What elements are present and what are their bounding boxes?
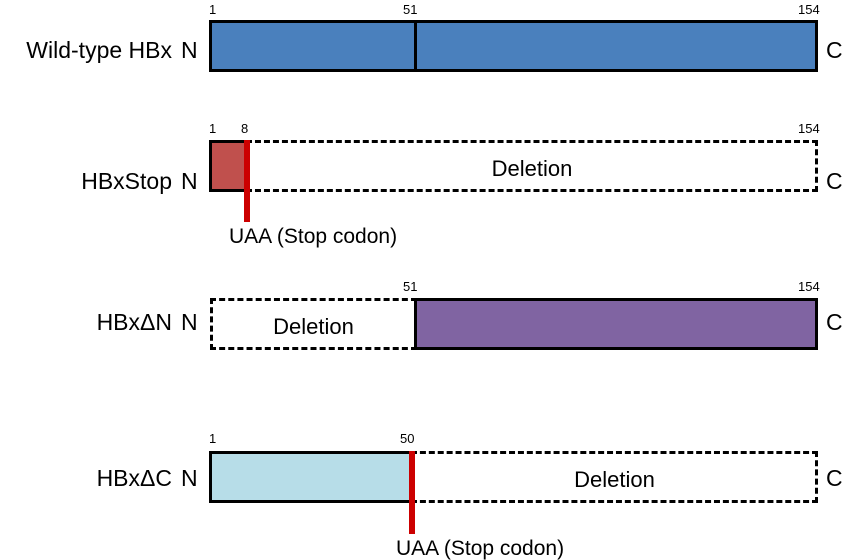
tick-label-hbxstop-1: 1 bbox=[209, 121, 217, 136]
construct-label-wildtype: Wild-type HBx bbox=[26, 37, 172, 63]
segment-label-deletion-hbxstop: Deletion bbox=[491, 156, 573, 181]
c-terminus-hbxstop: C bbox=[826, 168, 843, 194]
construct-label-hbxstop: HBxStop bbox=[81, 168, 172, 194]
tick-label-hbxstop-8: 8 bbox=[241, 121, 249, 136]
n-terminus-hbxdeltan: N bbox=[181, 309, 198, 335]
c-terminus-wildtype: C bbox=[826, 37, 843, 63]
tick-label-hbxdeltan-51: 51 bbox=[403, 279, 418, 294]
construct-label-hbxdeltan: HBxΔN bbox=[96, 309, 172, 335]
segment-hbxdeltac-deletion: Deletion bbox=[411, 451, 818, 503]
segment-hbxdeltan-51-154 bbox=[414, 298, 818, 350]
construct-row-hbxdeltac: HBxΔC N 1 50 Deletion UAA (Stop codon) C bbox=[0, 420, 845, 559]
construct-row-hbxdeltan: HBxΔN N 51 154 Deletion C bbox=[0, 270, 845, 380]
segment-hbxstop-1-8 bbox=[209, 140, 249, 192]
stop-codon-marker-hbxstop bbox=[244, 140, 250, 222]
n-terminus-wildtype: N bbox=[181, 37, 198, 63]
tick-label-hbxdeltac-1: 1 bbox=[209, 431, 217, 446]
c-terminus-hbxdeltan: C bbox=[826, 309, 843, 335]
tick-label-hbxdeltan-154: 154 bbox=[798, 279, 820, 294]
n-terminus-hbxdeltac: N bbox=[181, 465, 198, 491]
n-terminus-hbxstop: N bbox=[181, 168, 198, 194]
construct-row-hbxstop: HBxStop N 1 8 154 Deletion UAA (Stop cod… bbox=[0, 110, 845, 260]
construct-row-wildtype: Wild-type HBx N 1 51 154 C bbox=[0, 0, 845, 110]
tick-label-hbxdeltac-50: 50 bbox=[400, 431, 415, 446]
construct-label-hbxdeltac: HBxΔC bbox=[96, 465, 172, 491]
tick-label-wildtype-51: 51 bbox=[403, 2, 418, 17]
segment-hbxdeltac-1-50 bbox=[209, 451, 414, 503]
segment-wildtype-1-51 bbox=[209, 20, 417, 72]
stop-codon-label-hbxstop: UAA (Stop codon) bbox=[229, 225, 398, 248]
tick-label-hbxstop-154: 154 bbox=[798, 121, 820, 136]
tick-label-wildtype-154: 154 bbox=[798, 2, 820, 17]
segment-hbxstop-deletion: Deletion bbox=[246, 140, 818, 192]
c-terminus-hbxdeltac: C bbox=[826, 465, 843, 491]
segment-label-deletion-hbxdeltan: Deletion bbox=[273, 314, 354, 339]
segment-label-deletion-hbxdeltac: Deletion bbox=[574, 467, 655, 492]
tick-label-wildtype-1: 1 bbox=[209, 2, 217, 17]
stop-codon-marker-hbxdeltac bbox=[409, 451, 415, 534]
segment-wildtype-51-154 bbox=[414, 20, 818, 72]
segment-hbxdeltan-deletion: Deletion bbox=[210, 298, 417, 350]
stop-codon-label-hbxdeltac: UAA (Stop codon) bbox=[396, 537, 565, 560]
